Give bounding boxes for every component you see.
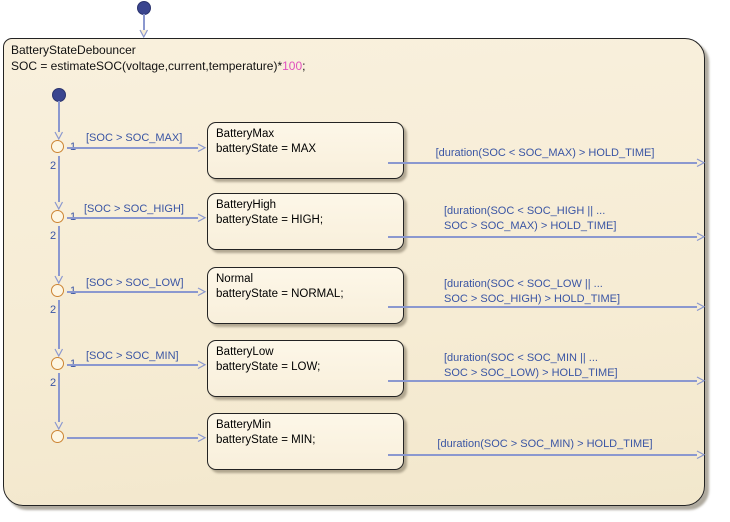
transition-entry-5[interactable] xyxy=(67,437,198,439)
transition-entry-3[interactable] xyxy=(67,291,198,293)
inner-default-transition-line[interactable] xyxy=(58,101,60,132)
state-battery-low[interactable]: BatteryLow batteryState = LOW; xyxy=(207,340,404,397)
transition-label-entry-4[interactable]: [SOC > SOC_MIN] xyxy=(86,350,179,362)
junction-4-branch-2: 2 xyxy=(49,377,57,389)
state-name: BatteryMax xyxy=(216,128,275,140)
transition-entry-2[interactable] xyxy=(67,217,198,219)
transition-arrowhead-icon xyxy=(696,302,705,312)
transition-label-entry-2[interactable]: [SOC > SOC_HIGH] xyxy=(84,203,184,215)
state-name: BatteryMin xyxy=(216,419,271,431)
transition-exit-3[interactable] xyxy=(388,306,698,308)
transition-arrowhead-icon xyxy=(197,287,206,297)
transition-arrowhead-icon xyxy=(696,158,705,168)
state-name: Normal xyxy=(216,273,254,285)
chart-action: SOC = estimateSOC(voltage,current,temper… xyxy=(11,59,306,73)
state-action: batteryState = MIN; xyxy=(216,434,316,446)
transition-entry-4[interactable] xyxy=(67,364,198,366)
transition-arrowhead-icon xyxy=(197,433,206,443)
default-transition-line[interactable] xyxy=(143,14,145,31)
transition-exit-4[interactable] xyxy=(388,380,698,382)
transition-arrowhead-icon xyxy=(197,213,206,223)
state-action: batteryState = HIGH; xyxy=(216,214,324,226)
junction-3[interactable] xyxy=(51,284,64,297)
transition-label-exit-5[interactable]: [duration(SOC > SOC_MIN) > HOLD_TIME] xyxy=(437,438,653,450)
state-name: BatteryHigh xyxy=(216,199,277,211)
chart-name: BatteryStateDebouncer xyxy=(11,43,136,57)
state-action: batteryState = LOW; xyxy=(216,361,321,373)
transition-exit-2[interactable] xyxy=(388,236,698,238)
state-action: batteryState = MAX xyxy=(216,143,317,155)
transition-label-exit-1[interactable]: [duration(SOC < SOC_MAX) > HOLD_TIME] xyxy=(435,147,655,159)
state-normal[interactable]: Normal batteryState = NORMAL; xyxy=(207,267,404,324)
transition-arrowhead-icon xyxy=(696,232,705,242)
state-battery-high[interactable]: BatteryHigh batteryState = HIGH; xyxy=(207,193,404,250)
junction-5[interactable] xyxy=(51,430,64,443)
junction-chain-line-2[interactable] xyxy=(58,226,60,276)
junction-chain-line-1[interactable] xyxy=(58,156,60,202)
junction-4[interactable] xyxy=(51,357,64,370)
junction-1[interactable] xyxy=(51,140,64,153)
transition-label-exit-3[interactable]: [duration(SOC < SOC_LOW || ... SOC > SOC… xyxy=(444,278,621,305)
transition-label-entry-1[interactable]: [SOC > SOC_MAX] xyxy=(86,132,183,144)
junction-chain-line-4[interactable] xyxy=(58,373,60,422)
default-transition-dot[interactable] xyxy=(137,1,151,15)
transition-entry-1[interactable] xyxy=(67,147,198,149)
transition-arrowhead-icon xyxy=(696,376,705,386)
transition-label-exit-4[interactable]: [duration(SOC < SOC_MIN || ... SOC > SOC… xyxy=(444,352,618,379)
transition-arrowhead-icon xyxy=(197,143,206,153)
state-battery-max[interactable]: BatteryMax batteryState = MAX xyxy=(207,122,404,179)
junction-3-branch-2: 2 xyxy=(49,304,57,316)
junction-2[interactable] xyxy=(51,210,64,223)
state-battery-min[interactable]: BatteryMin batteryState = MIN; xyxy=(207,413,404,470)
transition-arrowhead-icon xyxy=(696,450,705,460)
transition-label-exit-2[interactable]: [duration(SOC < SOC_HIGH || ... SOC > SO… xyxy=(444,205,617,232)
junction-2-branch-2: 2 xyxy=(49,230,57,242)
state-name: BatteryLow xyxy=(216,346,274,358)
transition-label-entry-3[interactable]: [SOC > SOC_LOW] xyxy=(86,277,184,289)
chart-label[interactable]: BatteryStateDebouncer SOC = estimateSOC(… xyxy=(11,42,305,74)
transition-exit-1[interactable] xyxy=(388,162,698,164)
transition-exit-5[interactable] xyxy=(388,454,698,456)
junction-1-branch-2: 2 xyxy=(49,160,57,172)
numeric-literal: 100 xyxy=(282,59,303,73)
junction-chain-line-3[interactable] xyxy=(58,300,60,349)
state-action: batteryState = NORMAL; xyxy=(216,288,344,300)
inner-default-transition-dot[interactable] xyxy=(52,88,66,102)
transition-arrowhead-icon xyxy=(197,360,206,370)
